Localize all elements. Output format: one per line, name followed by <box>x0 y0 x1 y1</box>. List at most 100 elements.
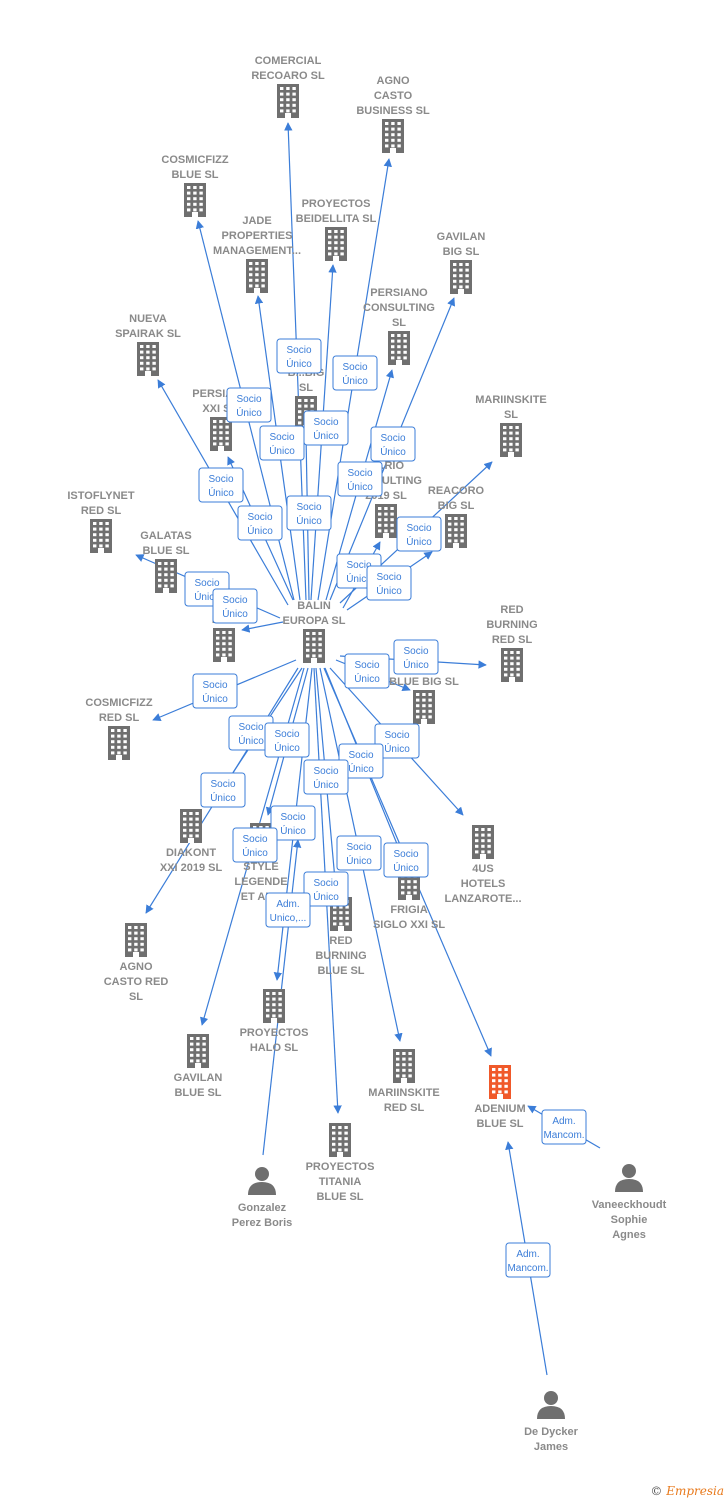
edge-label-box <box>336 835 382 871</box>
node-label: BLUE SL <box>476 1118 523 1130</box>
edge-label-box <box>505 1242 551 1278</box>
edge-label-line: Único <box>208 486 234 499</box>
edge-label-vaneeckhoudt-to-adenium[interactable]: Adm.Mancom. <box>541 1109 587 1145</box>
edge-label-de_dycker-to-adenium[interactable]: Adm.Mancom. <box>505 1242 551 1278</box>
edge-label-line: Socio <box>247 512 272 523</box>
node-label: SL <box>392 317 406 329</box>
node-label: GAVILAN <box>174 1072 223 1084</box>
edge-label-line: Socio <box>376 572 401 583</box>
node-label: GAVILAN <box>437 231 486 243</box>
footer-credit[interactable]: © Empresia <box>650 1484 724 1498</box>
edge-label-box <box>286 495 332 531</box>
edge-label-line: Único <box>403 658 429 671</box>
node-label: COMERCIAL <box>255 55 322 67</box>
node-label: BALIN <box>297 600 331 612</box>
edge-label-line: Socio <box>403 646 428 657</box>
node-label: SL <box>129 991 143 1003</box>
node-label: ISTOFLYNET <box>67 490 135 502</box>
building-icon <box>277 84 299 118</box>
edge-label-line: Socio <box>202 680 227 691</box>
node-comercial_recoaro[interactable]: COMERCIAL RECOARO SL <box>251 55 325 118</box>
node-4us_hotels[interactable]: 4USHOTELSLANZAROTE... <box>445 825 522 905</box>
node-label: HOTELS <box>461 878 506 890</box>
edge-label-line: Único <box>247 524 273 537</box>
edge-label-box <box>232 827 278 863</box>
node-label: BLUE SL <box>316 1191 363 1203</box>
edge-label-line: Socio <box>313 417 338 428</box>
node-label: RECOARO SL <box>251 70 325 82</box>
edge-label-gonzalez-to-proyectos_halo[interactable]: Adm.Unico,... <box>265 892 311 928</box>
node-label: SPAIRAK SL <box>115 328 181 340</box>
node-label: FRIGIA <box>390 904 427 916</box>
edge-label-line: Socio <box>269 432 294 443</box>
building-icon <box>210 417 232 451</box>
edge-label-line: Único <box>296 514 322 527</box>
edge-label-line: Único <box>242 846 268 859</box>
building-icon <box>108 726 130 760</box>
edge-label-line: Unico,... <box>270 913 307 924</box>
node-label: SIGLO XXI SL <box>373 919 445 931</box>
node-label: GALATAS <box>140 530 192 542</box>
edge-label-box <box>370 426 416 462</box>
edge-label-box <box>198 467 244 503</box>
edge-label-line: Socio <box>342 362 367 373</box>
node-jade_properties[interactable]: JADEPROPERTIESMANAGEMENT... <box>213 215 301 293</box>
person-icon <box>248 1167 276 1195</box>
edge-label-line: Socio <box>296 502 321 513</box>
edge-label-line: Único <box>222 607 248 620</box>
edge-label-line: Único <box>280 824 306 837</box>
edge-label-box <box>259 425 305 461</box>
